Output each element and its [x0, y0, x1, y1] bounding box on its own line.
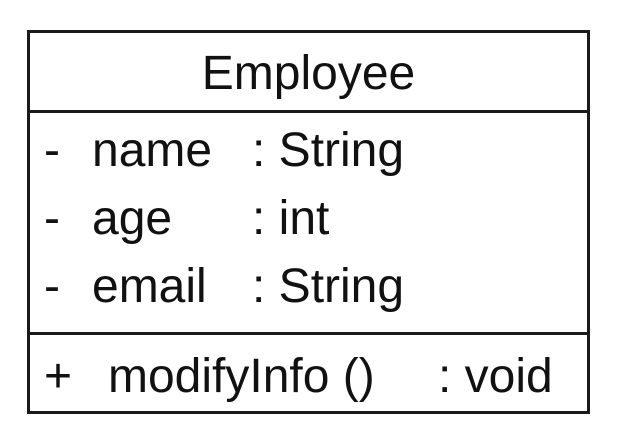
uml-class-box: Employee - name : String - age : int - e…	[27, 30, 590, 414]
attribute-type: : String	[252, 260, 405, 313]
class-name-compartment: Employee	[30, 33, 587, 113]
attribute-type: : String	[252, 124, 405, 177]
operations-compartment: + modifyInfo () : void	[30, 335, 587, 411]
attribute-name: age	[92, 192, 173, 245]
attribute-row: - email : String	[30, 257, 587, 317]
operation-name: modifyInfo ()	[108, 350, 375, 403]
operation-row: + modifyInfo () : void	[30, 347, 587, 407]
operation-visibility: +	[44, 350, 73, 403]
attribute-type: : int	[252, 192, 330, 245]
attribute-name: email	[92, 260, 207, 313]
attribute-row: - age : int	[30, 189, 587, 249]
operation-return-type: : void	[438, 350, 553, 403]
attribute-visibility: -	[44, 124, 60, 177]
attributes-compartment: - name : String - age : int - email : St…	[30, 113, 587, 335]
attribute-name: name	[92, 124, 213, 177]
attribute-row: - name : String	[30, 121, 587, 181]
attribute-visibility: -	[44, 260, 60, 313]
attribute-visibility: -	[44, 192, 60, 245]
class-name: Employee	[201, 46, 416, 100]
